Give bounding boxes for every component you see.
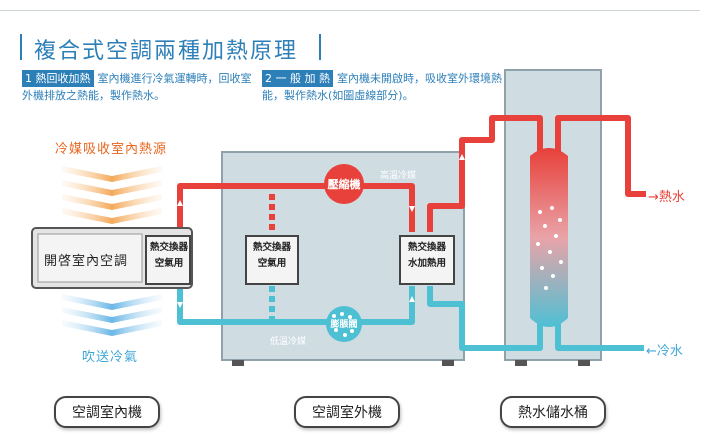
absorb-heat-label: 冷媒吸收室內熱源 — [55, 142, 168, 157]
note-tag: 2 一 般 加 熱 — [262, 70, 333, 87]
compressor-circle — [324, 164, 364, 204]
note-heat-recovery: 1 熱回收加熱室內機進行冷氣運轉時，回收室外機排放之熱能，製作熱水。 — [22, 70, 252, 104]
caption-indoor-unit: 空調室內機 — [54, 396, 160, 428]
tank-foot — [515, 360, 527, 366]
title-right-bar — [319, 34, 321, 60]
hx-right-line1: 熱交換器 — [407, 242, 446, 253]
tank-foot — [578, 360, 590, 366]
title-left-bar — [20, 34, 22, 60]
hx-right-line2: 水加熱用 — [407, 258, 446, 269]
tank-bubbles — [536, 206, 563, 290]
hx-indoor-box — [145, 235, 191, 285]
top-divider — [0, 10, 700, 11]
hx-mid-label: 熱交換器 空氣用 — [246, 240, 298, 272]
note-general-heating: 2 一 般 加 熱室內機未開啟時，吸收室外環境熱能，製作熱水(如圖虛線部分)。 — [262, 70, 502, 104]
hx-mid-line1: 熱交換器 — [252, 242, 291, 253]
page-title: 複合式空調兩種加熱原理 — [34, 39, 299, 64]
expansion-valve-dots — [332, 312, 354, 337]
indoor-unit-label: 開啓室內空調 — [44, 254, 129, 269]
indoor-unit-inner — [37, 233, 143, 283]
high-temp-label: 高溫冷媒 — [380, 171, 417, 181]
tank-coil — [530, 148, 568, 327]
cold-water-label: ←冷水 — [646, 344, 683, 359]
caption-water-tank: 熱水儲水桶 — [500, 396, 606, 428]
expansion-valve-label: 膨脹閥 — [330, 320, 358, 330]
hx-indoor-label: 熱交換器 空氣用 — [146, 240, 192, 272]
hx-mid-box — [245, 235, 299, 285]
flow-arrows — [177, 154, 482, 308]
outdoor-unit-foot — [442, 360, 454, 366]
hx-right-box — [399, 235, 455, 285]
hx-mid-line2: 空氣用 — [257, 258, 287, 269]
hx-right-label: 熱交換器 水加熱用 — [400, 240, 454, 272]
hot-water-label: →熱水 — [648, 190, 685, 205]
outdoor-unit-foot — [232, 360, 244, 366]
note-tag: 1 熱回收加熱 — [22, 70, 94, 87]
caption-outdoor-unit: 空調室外機 — [294, 396, 400, 428]
hx-indoor-line2: 空氣用 — [154, 258, 184, 269]
compressor-label: 壓縮機 — [327, 178, 361, 191]
blow-cold-label: 吹送冷氣 — [82, 350, 139, 365]
heat-absorb-stripes — [62, 166, 162, 224]
note-text: 室內機未開啟時，吸收室外環境熱能，製作熱水(如圖虛線部分)。 — [262, 72, 502, 102]
low-temp-label: 低溫冷媒 — [270, 337, 307, 347]
note-text: 室內機進行冷氣運轉時，回收室外機排放之熱能，製作熱水。 — [22, 72, 252, 102]
hx-indoor-line1: 熱交換器 — [149, 242, 188, 253]
cold-blow-stripes — [62, 294, 162, 336]
